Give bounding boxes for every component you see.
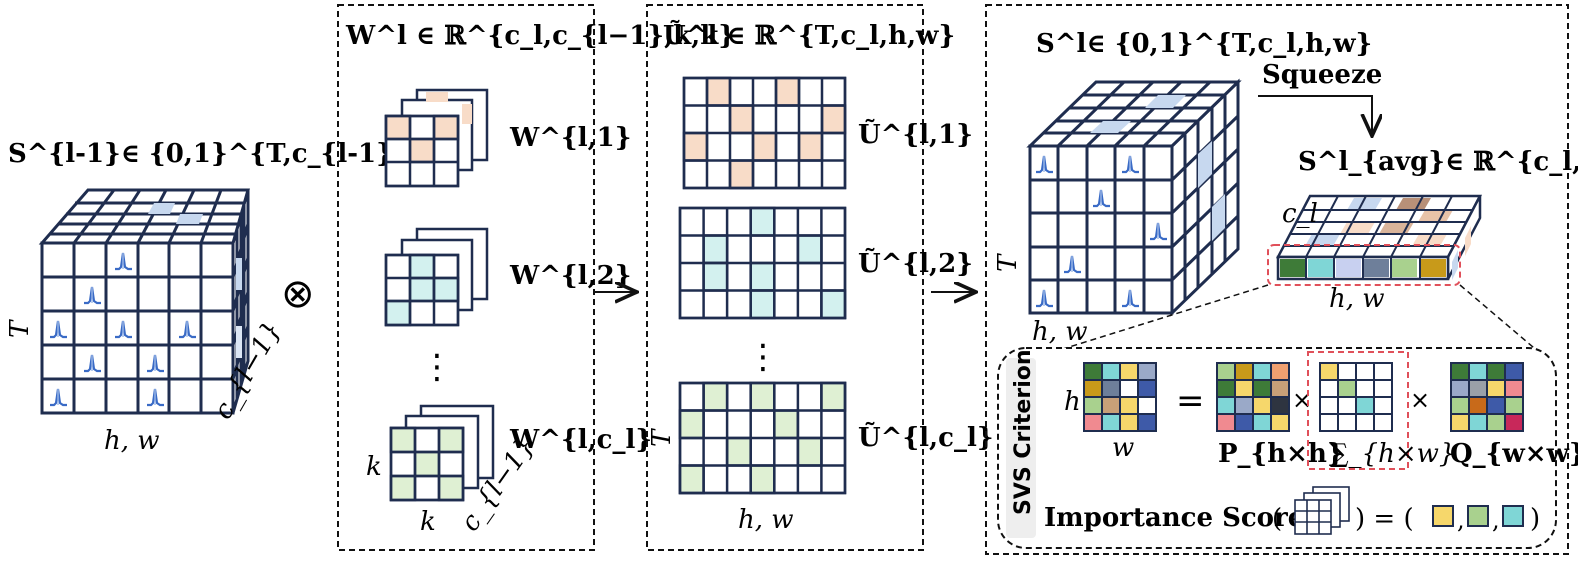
- squeeze-arrow: [1258, 95, 1372, 134]
- score-paren-open: (: [1272, 504, 1282, 534]
- w2-label: W^{l,2}: [509, 261, 631, 291]
- membrane-dots: ⋮: [746, 337, 780, 377]
- p-matrix: [1216, 362, 1290, 432]
- svs-box: SVS Criterion: [997, 347, 1578, 549]
- q-matrix: [1450, 362, 1524, 432]
- svs-w-label: w: [1112, 433, 1134, 463]
- svs-source-matrix: [1083, 362, 1157, 432]
- times-sign-1: ×: [1292, 386, 1312, 414]
- membrane-grid-c: [678, 381, 847, 495]
- side-tint: [236, 258, 242, 290]
- input-spike-tensor: S^{l-1}∈ {0,1}^{T,c_{l-1},h,w}: [5, 139, 469, 456]
- p-label: P_{h×h}: [1218, 439, 1344, 469]
- weight-kernel-1: [384, 88, 489, 188]
- u2-label: Ũ^{l,2}: [858, 247, 973, 279]
- score-comma-1: ,: [1457, 506, 1465, 534]
- u1-label: Ũ^{l,1}: [858, 118, 973, 150]
- svs-side-label: SVS Criterion: [1011, 349, 1036, 515]
- membrane-hw-label: h, w: [738, 505, 794, 535]
- input-hw-label: h, w: [104, 426, 160, 456]
- output-spikes-title: S^l∈ {0,1}^{T,c_l,h,w}: [1036, 29, 1372, 59]
- importance-score-label: Importance Score: [1044, 503, 1304, 533]
- score-paren-end: ): [1530, 504, 1540, 534]
- weight-kernel-2: [384, 227, 489, 327]
- weight-dots: ⋮: [420, 347, 454, 387]
- sigma-label: ∑_{h×w}: [1330, 439, 1455, 469]
- zoom-line-left: [1049, 284, 1269, 354]
- w1-label: W^{l,1}: [509, 123, 631, 153]
- k-left-label: k: [366, 452, 382, 482]
- avg-hw-label: h, w: [1329, 284, 1385, 314]
- score-swatch-cyan: [1502, 505, 1524, 527]
- squeeze-label: Squeeze: [1262, 60, 1382, 90]
- out-side-tint: [1198, 141, 1212, 188]
- input-t-label: T: [5, 319, 35, 338]
- score-comma-2: ,: [1492, 506, 1500, 534]
- avg-title: S^l_{avg}∈ ℝ^{c_l,h,w}: [1298, 147, 1578, 177]
- output-t-label: T: [993, 253, 1023, 272]
- weight-panel: W^l ∈ ℝ^{c_l,c_{l−1},k,k} W^{l,1}: [337, 4, 735, 551]
- membrane-t-label: T: [647, 428, 677, 447]
- avg-channel-label: c_l: [1282, 199, 1318, 229]
- input-cube-top: [38, 188, 250, 245]
- weight-title: W^l ∈ ℝ^{c_l,c_{l−1},k,k}: [345, 21, 735, 51]
- membrane-title: Ũ^l ∈ ℝ^{T,c_l,h,w}: [663, 19, 955, 51]
- side-tint: [236, 326, 242, 358]
- output-panel: S^l∈ {0,1}^{T,c_l,h,w}: [985, 4, 1578, 555]
- conv-operator: ⊗: [281, 271, 315, 317]
- membrane-panel: Ũ^l ∈ ℝ^{T,c_l,h,w} Ũ^{l,1}: [646, 4, 994, 551]
- output-hw-label: h, w: [1032, 317, 1088, 347]
- zoom-line-right: [1459, 284, 1541, 354]
- k-bottom-label: k: [420, 507, 436, 537]
- output-cube-front: [1028, 144, 1174, 315]
- weight-kernel-c: [389, 404, 495, 502]
- top-tint: [176, 214, 203, 224]
- svs-h-label: h: [1064, 387, 1081, 417]
- stack-icon: [1294, 486, 1350, 535]
- output-cube-top: [1026, 80, 1242, 148]
- membrane-grid-1: [682, 76, 847, 190]
- input-cube-front: [40, 241, 235, 415]
- out-top-tint: [1090, 121, 1131, 133]
- out-top-tint: [1145, 95, 1186, 108]
- sigma-matrix: [1307, 351, 1409, 470]
- score-swatch-yellow: [1432, 505, 1454, 527]
- out-side-tint: [1212, 194, 1225, 241]
- score-paren-close: ) = (: [1355, 504, 1414, 534]
- avg-slab: [1267, 194, 1483, 286]
- wc-label: W^{l,c_l}: [509, 425, 652, 455]
- top-tint: [148, 203, 175, 214]
- equals-sign: =: [1176, 381, 1205, 421]
- membrane-grid-2: [678, 206, 847, 320]
- q-label: Q_{w×w}: [1450, 439, 1578, 469]
- score-swatch-green: [1467, 505, 1489, 527]
- uc-label: Ũ^{l,c_l}: [858, 421, 994, 453]
- times-sign-2: ×: [1410, 386, 1430, 414]
